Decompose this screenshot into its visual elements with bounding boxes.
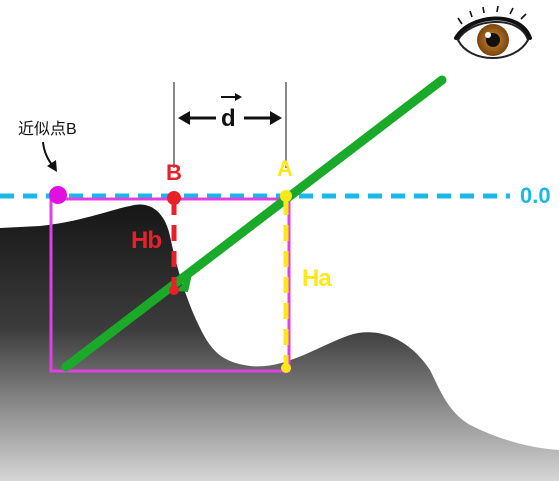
point-b-marker (167, 191, 181, 205)
point-a-marker (280, 190, 292, 202)
approx-point-pointer-head (47, 160, 57, 172)
dimension-arrowhead-right (270, 111, 282, 125)
eye-icon (454, 5, 532, 59)
terrain-surface (0, 204, 559, 481)
approx-point-pointer (42, 141, 54, 167)
approx-point-label: 近似点B (18, 120, 77, 138)
sight-ray (61, 75, 447, 372)
point-b-label: B (166, 160, 182, 185)
arrow-icon (176, 274, 192, 292)
ha-bottom-marker (281, 363, 291, 373)
ha-label: Ha (302, 265, 332, 292)
hb-label: Hb (131, 227, 161, 254)
hb-bottom-marker (169, 285, 179, 295)
distance-label: d (221, 105, 236, 132)
approx-point-b-marker (49, 186, 67, 204)
reference-level-label: 0.0 (520, 183, 551, 208)
vector-arrowhead (235, 93, 242, 101)
point-a-label: A (277, 156, 293, 181)
dimension-arrowhead-left (178, 111, 190, 125)
